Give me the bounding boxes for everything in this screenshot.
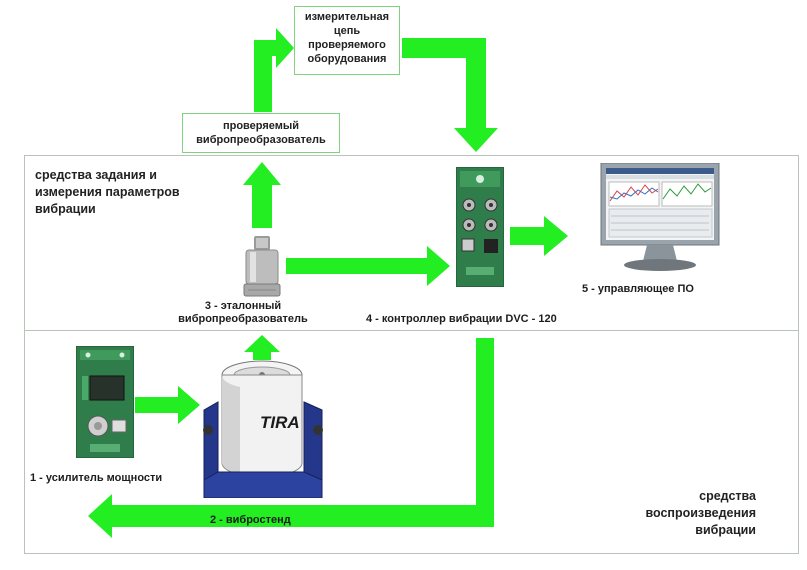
shaker-image: TIRA	[203, 360, 323, 498]
tested-transducer-label: проверяемый вибропреобразователь	[196, 120, 326, 146]
arrow-chain-to-controller	[402, 38, 498, 152]
shaker-brand: TIRA	[260, 413, 300, 432]
chain-box-label: измерительная цепь проверяемого оборудов…	[304, 11, 390, 65]
arrow-to-chain-box	[254, 28, 294, 112]
arrow-shaker-to-sensor	[244, 335, 280, 360]
setting-section-label: средства задания и измерения параметров …	[35, 168, 180, 216]
tested-transducer-box: проверяемый вибропреобразователь	[182, 113, 340, 153]
controller-label: 4 - контроллер вибрации DVC - 120	[366, 313, 557, 325]
arrow-controller-to-amplifier	[88, 338, 494, 538]
arrow-sensor-to-controller	[286, 246, 450, 286]
arrow-up-to-tested	[243, 162, 281, 228]
amplifier-label: 1 - усилитель мощности	[30, 472, 163, 484]
chain-box: измерительная цепь проверяемого оборудов…	[294, 6, 400, 75]
software-monitor-image	[600, 163, 720, 271]
arrow-controller-to-software	[510, 216, 568, 256]
reference-transducer-label: 3 - эталонный вибропреобразователь	[178, 300, 308, 325]
software-label: 5 - управляющее ПО	[582, 283, 694, 295]
controller-image	[456, 167, 504, 287]
reference-transducer-image	[243, 236, 281, 297]
amplifier-image	[76, 346, 134, 458]
shaker-label: 2 - вибростенд	[210, 514, 291, 526]
reproduction-section-label: средства воспроизведения вибрации	[645, 489, 756, 537]
arrow-amplifier-to-shaker	[135, 386, 200, 424]
